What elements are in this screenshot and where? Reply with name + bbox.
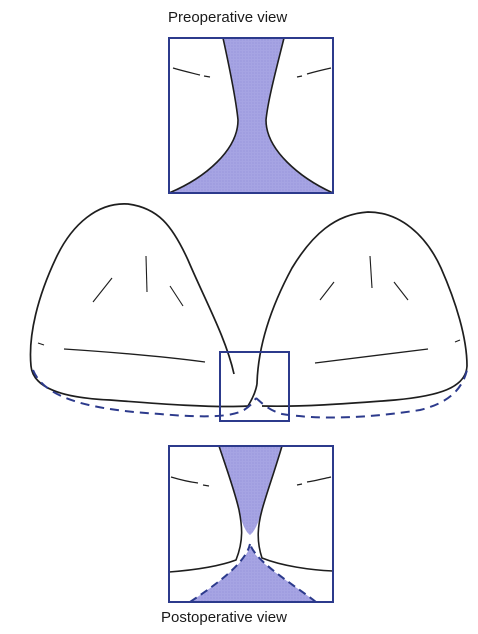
- preoperative-right-fold-tick: [297, 76, 302, 77]
- preoperative-inset: [169, 38, 333, 193]
- breasts-illustration: [30, 204, 467, 421]
- preoperative-right-fold-line: [307, 68, 331, 74]
- postoperative-upper-fill: [219, 446, 282, 535]
- right-contour-line-1: [320, 282, 334, 300]
- left-contour-line-1: [93, 278, 112, 302]
- left-inframammary-line: [64, 349, 205, 362]
- left-postoperative-dashed-contour: [33, 370, 256, 416]
- postoperative-inset: [169, 446, 333, 602]
- right-axilla-tick: [455, 340, 460, 342]
- postoperative-right-fold-tick: [297, 484, 302, 485]
- left-breast-outline: [30, 204, 257, 407]
- postoperative-left-fold-line: [171, 477, 198, 483]
- right-contour-line-3: [394, 282, 408, 300]
- preoperative-cleavage-fill: [169, 38, 333, 193]
- left-contour-line-3: [170, 286, 183, 306]
- preoperative-left-fold-tick: [204, 76, 210, 77]
- right-inframammary-line: [315, 349, 428, 363]
- postoperative-right-fold-line: [307, 477, 331, 482]
- right-contour-line-2: [370, 256, 372, 288]
- left-axilla-tick: [38, 343, 44, 345]
- preoperative-left-fold-line: [173, 68, 200, 75]
- left-contour-line-2: [146, 256, 147, 292]
- postoperative-left-fold-tick: [203, 485, 209, 486]
- postoperative-lower-fill: [190, 546, 316, 602]
